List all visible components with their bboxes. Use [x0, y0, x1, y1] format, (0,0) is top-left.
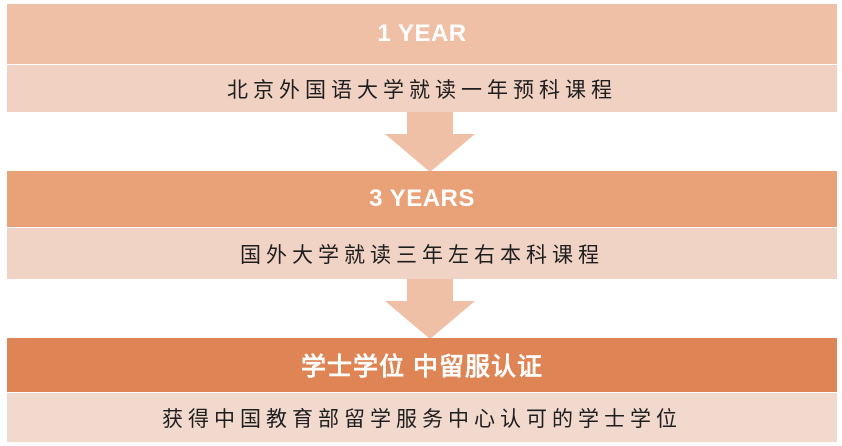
down-arrow-icon — [385, 112, 475, 172]
step-1-description: 北京外国语大学就读一年预科课程 — [7, 64, 837, 112]
down-arrow-icon — [385, 279, 475, 339]
step-1-header: 1 YEAR — [7, 4, 837, 64]
step-2-description: 国外大学就读三年左右本科课程 — [7, 227, 837, 279]
step-3-header: 学士学位 中留服认证 — [7, 338, 837, 392]
step-3-description: 获得中国教育部留学服务中心认可的学士学位 — [7, 392, 837, 442]
step-2-header: 3 YEARS — [7, 171, 837, 227]
